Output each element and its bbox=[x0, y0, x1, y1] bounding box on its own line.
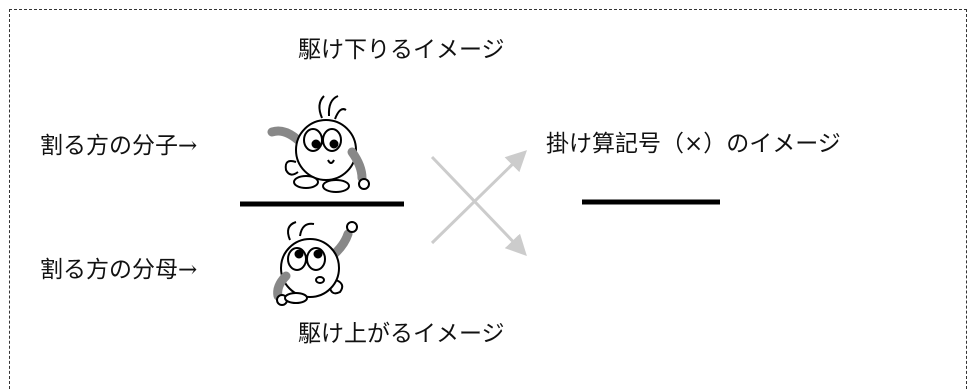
denominator-label: 割る方の分母→ bbox=[40, 257, 198, 283]
dashed-frame bbox=[9, 9, 967, 389]
character-sliding-down-icon bbox=[267, 95, 370, 193]
character-climbing-up-icon bbox=[273, 221, 358, 306]
cross-arrows-icon bbox=[430, 150, 528, 257]
caption-slide-down: 駆け下りるイメージ bbox=[298, 37, 505, 63]
multiply-symbol-label: 掛け算記号（×）のイメージ bbox=[546, 131, 841, 157]
caption-climb-up: 駆け上がるイメージ bbox=[298, 321, 505, 347]
diagram-art bbox=[240, 95, 720, 306]
numerator-label: 割る方の分子→ bbox=[40, 133, 198, 159]
